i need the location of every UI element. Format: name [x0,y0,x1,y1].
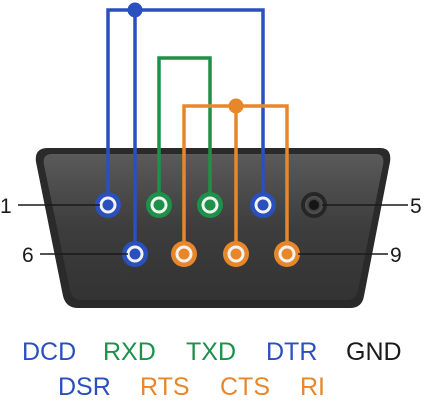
wiring [106,2,289,254]
label-dtr: DTR [266,338,317,366]
pin-number-5: 5 [410,195,422,218]
pin-number-9: 9 [390,244,402,267]
label-gnd: GND [346,338,402,366]
label-rts: RTS [140,373,190,401]
connector-shell [35,148,391,308]
label-ri: RI [300,373,325,401]
label-txd: TXD [186,338,236,366]
pin-4 [250,192,276,218]
label-dcd: DCD [22,338,76,366]
pin-8 [223,241,249,267]
pins [95,192,327,267]
pin-7 [171,241,197,267]
pin-5 [301,192,327,218]
pin-number-1: 1 [0,195,12,218]
label-dsr: DSR [58,373,111,401]
pin-leaders [18,204,408,255]
label-rxd: RXD [103,338,156,366]
wire-rxd-txd [157,56,212,205]
pin-2 [146,192,172,218]
connector-body [43,154,384,300]
label-cts: CTS [220,373,270,401]
pin-6 [122,241,148,267]
junction-orange [228,98,244,114]
pin-3 [197,192,223,218]
pin-9 [274,241,300,267]
pin-1 [95,192,121,218]
pin-number-6: 6 [22,244,34,267]
junction-blue [127,2,143,18]
